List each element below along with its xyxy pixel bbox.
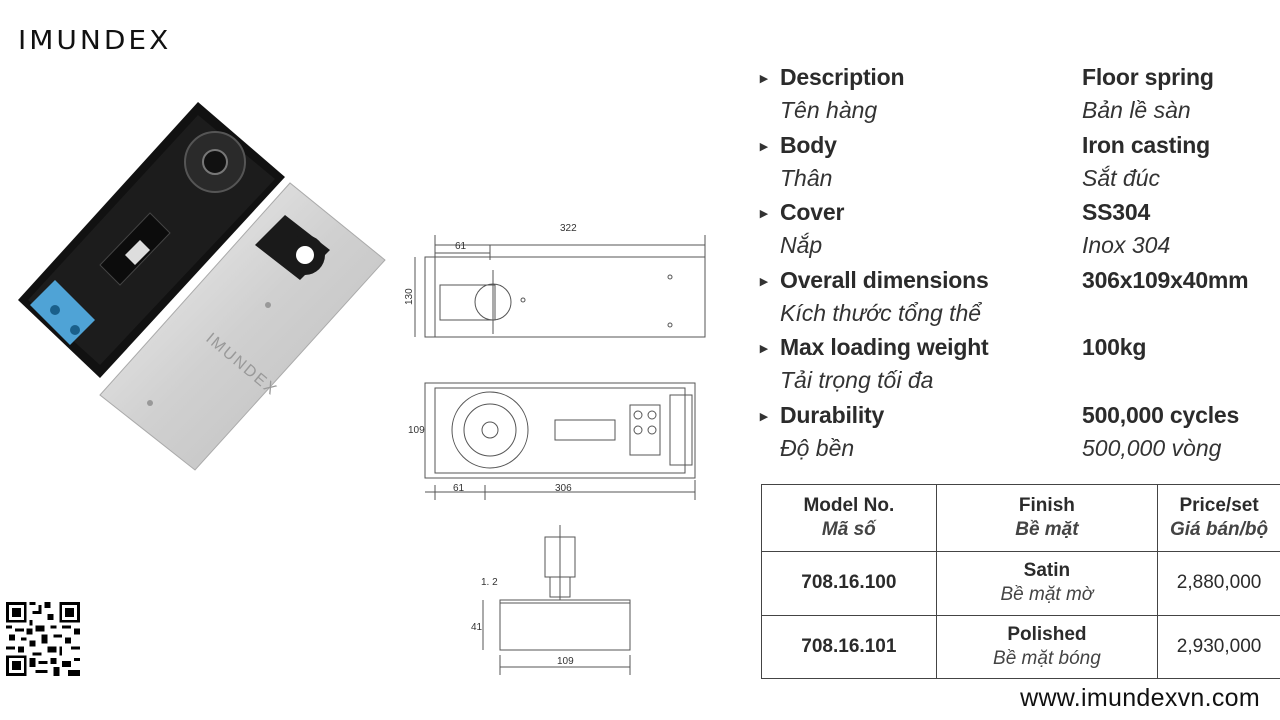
spec-value-vi: Sắt đúc [1082, 164, 1160, 191]
price-table-header: Model No. Mã số Finish Bề mặt Price/set … [761, 484, 1280, 552]
brand-logo: IMUNDEX [18, 25, 172, 56]
spec-label-en: Cover [780, 199, 845, 226]
spec-value-en: 500,000 cycles [1082, 401, 1240, 428]
header-model: Model No. Mã số [761, 484, 937, 552]
bullet-arrow-icon: ▸ [760, 137, 768, 155]
header-finish: Finish Bề mặt [935, 484, 1159, 552]
spec-value-en: Floor spring [1082, 64, 1214, 90]
spec-label-vi: Độ bền [780, 434, 855, 461]
spec-value-en: SS304 [1082, 199, 1151, 226]
top-view-drawing [414, 235, 706, 338]
spec-label-en: Overall dimensions [780, 266, 989, 293]
qr-code [6, 602, 80, 676]
spec-cover: ▸ Cover Nắp SS304 Inox 304 [760, 197, 1280, 265]
bottom-width-dimension: 109 [408, 425, 425, 436]
cell-model: 708.16.100 [761, 551, 937, 616]
bullet-arrow-icon: ▸ [760, 205, 768, 223]
side-gap-dimension: 1. 2 [481, 577, 498, 588]
spec-value-vi [1082, 365, 1280, 399]
technical-drawings: 322 61 130 109 61 306 1. 2 41 109 [405, 223, 706, 675]
spec-value-vi: Inox 304 [1082, 232, 1171, 259]
spec-value-vi: Bản lề sàn [1082, 97, 1191, 123]
spec-label-en: Durability [780, 401, 885, 428]
product-photo: IMUNDEX [18, 102, 386, 471]
spec-value-en: Iron casting [1082, 131, 1210, 158]
spec-value-vi: 500,000 vòng [1082, 434, 1222, 461]
spec-value-en: 100kg [1082, 334, 1147, 361]
spec-durability: ▸ Durability Độ bền 500,000 cycles 500,00… [760, 400, 1280, 468]
cell-model: 708.16.101 [761, 614, 937, 679]
top-offset-dimension: 61 [455, 241, 467, 252]
cell-finish: Satin Bề mặt mờ [935, 551, 1159, 616]
price-table: Model No. Mã số Finish Bề mặt Price/set … [761, 484, 1280, 679]
spec-body: ▸ Body Thân Iron casting Sắt đúc [760, 130, 1280, 198]
bottom-view-drawing [424, 382, 696, 500]
cell-price: 2,880,000 [1157, 551, 1280, 616]
side-height-dimension: 41 [471, 622, 483, 633]
spec-label-en: Description [780, 64, 905, 90]
website-link[interactable]: www.imundexvn.com [1020, 684, 1260, 712]
spec-description: ▸ Description Tên hàng Floor spring Bản l… [760, 62, 1280, 130]
spec-label-en: Max loading weight [780, 334, 989, 361]
spec-label-en: Body [780, 131, 837, 158]
stainless-cover-plate: IMUNDEX [99, 182, 386, 471]
bullet-arrow-icon: ▸ [760, 340, 768, 358]
bullet-arrow-icon: ▸ [760, 70, 768, 87]
spec-overall-dimensions: ▸Overall dimensions Kích thước tổng thể … [760, 265, 1280, 333]
bottom-offset-dimension: 61 [453, 483, 465, 494]
spec-label-vi: Tên hàng [780, 97, 878, 123]
top-length-dimension: 322 [560, 223, 577, 234]
bullet-arrow-icon: ▸ [760, 272, 768, 290]
spec-value-vi [1082, 298, 1280, 332]
spec-list: ▸ Description Tên hàng Floor spring Bản l… [760, 62, 1280, 468]
cell-finish: Polished Bề mặt bóng [935, 614, 1159, 679]
spec-label-vi: Nắp [780, 232, 823, 259]
spec-label-vi: Tải trọng tối đa [780, 367, 934, 394]
spec-max-loading-weight: ▸ Max loading weight Tải trọng tối đa 100… [760, 332, 1280, 400]
table-row: 708.16.100 Satin Bề mặt mờ 2,880,000 [761, 551, 1280, 616]
floor-spring-body [18, 102, 285, 378]
side-view-drawing [482, 525, 631, 675]
bottom-length-dimension: 306 [555, 483, 572, 494]
header-price: Price/set Giá bán/bộ [1157, 484, 1280, 552]
spec-label-vi: Thân [780, 164, 833, 191]
side-width-dimension: 109 [557, 656, 574, 667]
spec-label-vi: Kích thước tổng thể [780, 299, 982, 326]
bullet-arrow-icon: ▸ [760, 407, 768, 425]
spec-value-en: 306x109x40mm [1082, 266, 1249, 293]
table-row: 708.16.101 Polished Bề mặt bóng 2,930,00… [761, 614, 1280, 679]
top-width-dimension: 130 [405, 288, 415, 305]
cell-price: 2,930,000 [1157, 614, 1280, 679]
